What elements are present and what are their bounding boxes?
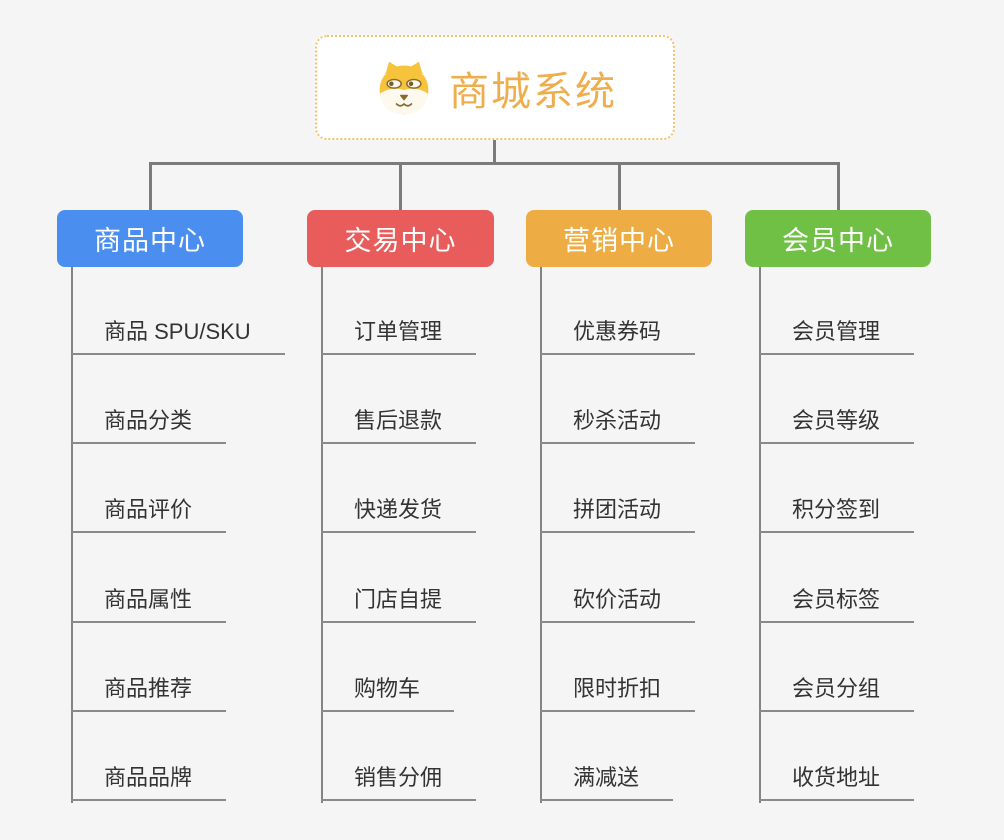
child-topic-trade-center-3[interactable]: 快递发货	[321, 495, 477, 533]
branch-header-marketing-center[interactable]: 营销中心	[526, 210, 712, 267]
connector-column-trade-center	[321, 267, 323, 803]
child-topic-product-center-6[interactable]: 商品品牌	[71, 763, 227, 801]
child-topic-member-center-5[interactable]: 会员分组	[759, 674, 915, 712]
child-topic-product-center-3[interactable]: 商品评价	[71, 495, 227, 533]
child-topic-member-center-3[interactable]: 积分签到	[759, 495, 915, 533]
root-title: 商城系统	[449, 69, 617, 114]
connector-column-product-center	[71, 267, 73, 803]
child-topic-marketing-center-6[interactable]: 满减送	[540, 763, 674, 801]
branch-header-product-center[interactable]: 商品中心	[57, 210, 243, 267]
branch-header-member-center[interactable]: 会员中心	[745, 210, 931, 267]
child-topic-product-center-4[interactable]: 商品属性	[71, 585, 227, 623]
child-topic-product-center-1[interactable]: 商品 SPU/SKU	[71, 317, 285, 355]
connector-bus	[149, 162, 839, 165]
child-topic-trade-center-2[interactable]: 售后退款	[321, 406, 477, 444]
child-topic-member-center-2[interactable]: 会员等级	[759, 406, 915, 444]
child-topic-marketing-center-1[interactable]: 优惠券码	[540, 317, 696, 355]
child-topic-trade-center-6[interactable]: 销售分佣	[321, 763, 477, 801]
child-topic-marketing-center-2[interactable]: 秒杀活动	[540, 406, 696, 444]
connector-drop-product-center	[149, 162, 152, 210]
child-topic-marketing-center-5[interactable]: 限时折扣	[540, 674, 696, 712]
child-topic-marketing-center-3[interactable]: 拼团活动	[540, 495, 696, 533]
child-topic-product-center-5[interactable]: 商品推荐	[71, 674, 227, 712]
child-topic-member-center-4[interactable]: 会员标签	[759, 585, 915, 623]
child-topic-trade-center-5[interactable]: 购物车	[321, 674, 455, 712]
connector-drop-member-center	[837, 162, 840, 210]
shiba-dog-icon	[379, 61, 429, 114]
child-topic-marketing-center-4[interactable]: 砍价活动	[540, 585, 696, 623]
child-topic-member-center-1[interactable]: 会员管理	[759, 317, 915, 355]
connector-root-stem	[493, 140, 496, 165]
child-topic-member-center-6[interactable]: 收货地址	[759, 763, 915, 801]
connector-column-marketing-center	[540, 267, 542, 803]
root-node[interactable]: 商城系统	[315, 35, 675, 140]
child-topic-trade-center-1[interactable]: 订单管理	[321, 317, 477, 355]
branch-header-trade-center[interactable]: 交易中心	[307, 210, 494, 267]
connector-drop-trade-center	[399, 162, 402, 210]
connector-drop-marketing-center	[618, 162, 621, 210]
connector-column-member-center	[759, 267, 761, 803]
child-topic-trade-center-4[interactable]: 门店自提	[321, 585, 477, 623]
child-topic-product-center-2[interactable]: 商品分类	[71, 406, 227, 444]
